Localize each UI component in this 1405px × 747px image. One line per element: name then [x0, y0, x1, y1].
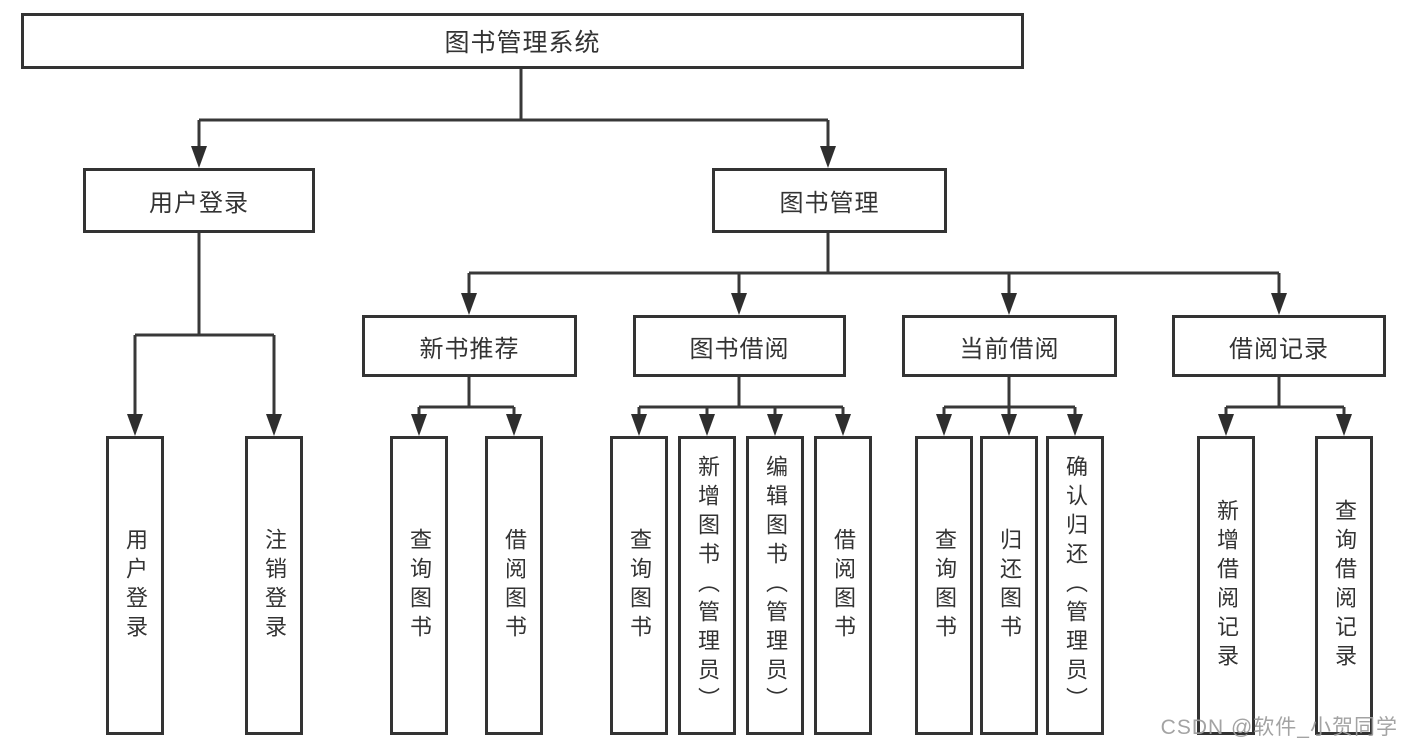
node-bb-query-label: 查询图书 [627, 527, 652, 644]
node-ul-login: 用户登录 [106, 436, 164, 735]
node-cb-return-label: 归还图书 [997, 527, 1022, 644]
node-bb-borrow: 借阅图书 [814, 436, 872, 735]
arrowhead-br-add [1218, 414, 1234, 436]
arrowhead-user-login [191, 146, 207, 168]
connector-new-book-rec-children [417, 377, 516, 416]
node-nbr-borrow-label: 借阅图书 [502, 527, 527, 644]
arrowhead-nbr-query [411, 414, 427, 436]
node-book-borrow-label: 图书借阅 [689, 335, 790, 363]
node-user-login-label: 用户登录 [149, 190, 249, 217]
node-borrow-records: 借阅记录 [1172, 315, 1386, 377]
node-new-book-rec-label: 新书推荐 [419, 335, 520, 363]
arrowhead-bb-query [631, 414, 647, 436]
arrowhead-cb-return [1001, 414, 1017, 436]
node-book-mgmt: 图书管理 [712, 168, 947, 233]
node-nbr-query-label: 查询图书 [407, 527, 432, 644]
node-ul-logout-label: 注销登录 [262, 527, 287, 644]
node-bb-edit-label: 编辑图书（管理员） [763, 455, 788, 716]
node-root: 图书管理系统 [21, 13, 1024, 69]
connector-current-borrow-children [942, 377, 1077, 416]
node-br-query-label: 查询借阅记录 [1332, 498, 1357, 673]
node-root-label: 图书管理系统 [444, 29, 601, 57]
connector-book-mgmt-children [467, 233, 1281, 295]
node-book-mgmt-label: 图书管理 [779, 190, 880, 217]
node-book-borrow: 图书借阅 [633, 315, 846, 377]
node-bb-add: 新增图书（管理员） [678, 436, 736, 735]
arrowhead-bb-add [699, 414, 715, 436]
node-cb-confirm: 确认归还（管理员） [1046, 436, 1104, 735]
node-ul-logout: 注销登录 [245, 436, 303, 735]
node-br-add-label: 新增借阅记录 [1214, 498, 1239, 673]
node-br-add: 新增借阅记录 [1197, 436, 1255, 735]
arrowhead-bb-edit [767, 414, 783, 436]
node-bb-borrow-label: 借阅图书 [831, 527, 856, 644]
arrowhead-current-borrow [1001, 293, 1017, 315]
node-nbr-query: 查询图书 [390, 436, 448, 735]
arrowhead-ul-logout [266, 414, 282, 436]
node-nbr-borrow: 借阅图书 [485, 436, 543, 735]
arrowhead-cb-confirm [1067, 414, 1083, 436]
node-cb-return: 归还图书 [980, 436, 1038, 735]
node-new-book-rec: 新书推荐 [362, 315, 577, 377]
arrowhead-book-borrow [731, 293, 747, 315]
arrowhead-ul-login [127, 414, 143, 436]
node-current-borrow: 当前借阅 [902, 315, 1117, 377]
connector-book-borrow-children [637, 377, 845, 416]
connector-root-to-level2 [197, 69, 830, 148]
arrowhead-new-book-rec [461, 293, 477, 315]
node-cb-query: 查询图书 [915, 436, 973, 735]
node-current-borrow-label: 当前借阅 [959, 335, 1060, 363]
node-bb-query: 查询图书 [610, 436, 668, 735]
connector-user-login-children [133, 233, 276, 416]
node-bb-add-label: 新增图书（管理员） [695, 455, 720, 716]
arrowhead-borrow-records [1271, 293, 1287, 315]
arrowhead-cb-query [936, 414, 952, 436]
node-ul-login-label: 用户登录 [123, 527, 148, 644]
connector-borrow-records-children [1224, 377, 1346, 416]
arrowhead-book-mgmt [820, 146, 836, 168]
node-cb-confirm-label: 确认归还（管理员） [1063, 455, 1088, 716]
arrowhead-br-query [1336, 414, 1352, 436]
arrowhead-nbr-borrow [506, 414, 522, 436]
node-cb-query-label: 查询图书 [932, 527, 957, 644]
arrowhead-bb-borrow [835, 414, 851, 436]
node-borrow-records-label: 借阅记录 [1229, 335, 1329, 363]
node-bb-edit: 编辑图书（管理员） [746, 436, 804, 735]
node-br-query: 查询借阅记录 [1315, 436, 1373, 735]
node-user-login: 用户登录 [83, 168, 315, 233]
